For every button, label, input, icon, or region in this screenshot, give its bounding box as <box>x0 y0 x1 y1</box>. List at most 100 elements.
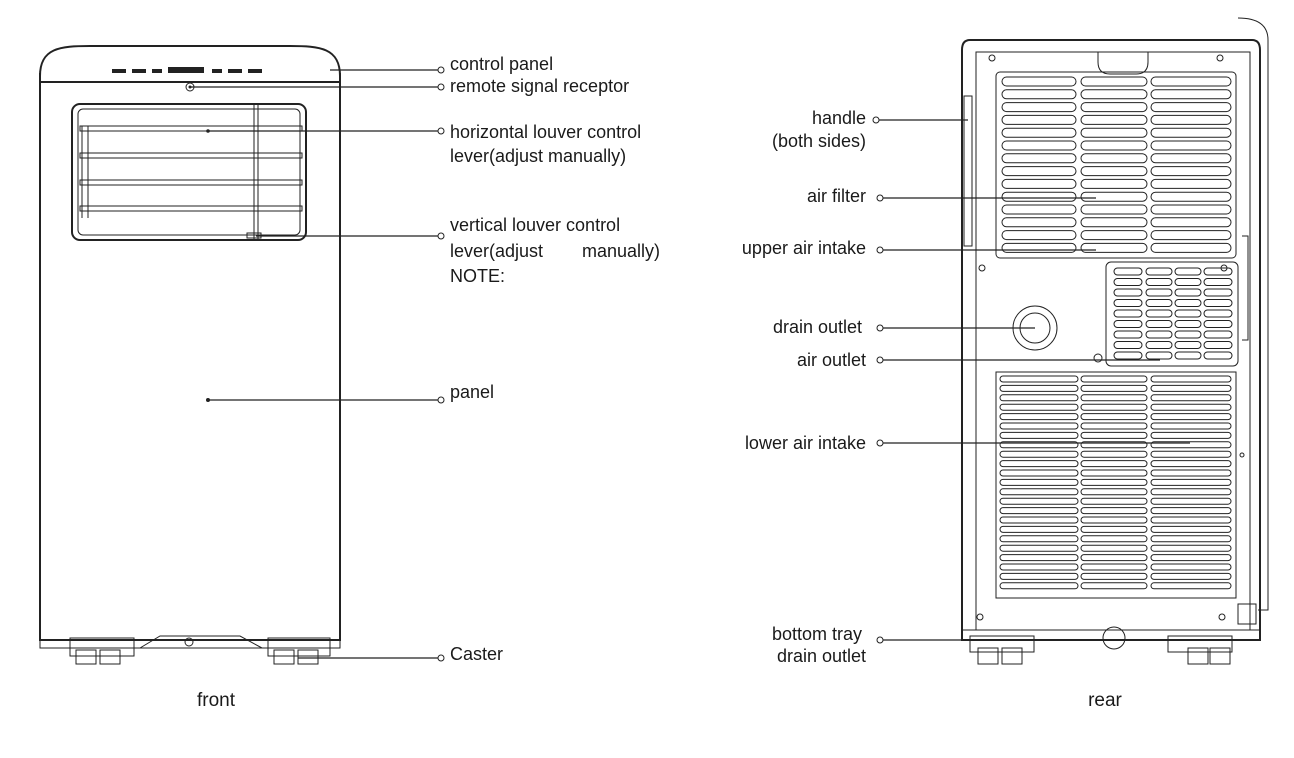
grill-slat <box>999 413 1079 421</box>
grill-slat <box>1080 76 1148 87</box>
label-control-panel: control panel <box>450 54 553 74</box>
grill-slat <box>1080 114 1148 125</box>
rear-caster-right <box>1167 635 1233 665</box>
grill-slat <box>1150 497 1232 505</box>
label-air-filter: air filter <box>807 186 866 206</box>
label-bottom-tray-2: drain outlet <box>777 646 866 666</box>
grill-slat <box>1150 450 1232 458</box>
grill-slat <box>1113 309 1143 318</box>
grill-slat <box>1174 278 1202 286</box>
grill-slat <box>1150 403 1232 411</box>
grill-slat <box>1080 507 1148 515</box>
grill-slat <box>1145 341 1173 349</box>
grill-slat <box>1080 554 1148 562</box>
caption-front: front <box>197 690 236 711</box>
grill-slat <box>1150 127 1232 138</box>
air-outlet <box>1105 261 1239 367</box>
grill-slat <box>1150 478 1232 486</box>
grill-slat <box>1150 102 1232 113</box>
grill-slat <box>1145 288 1173 297</box>
front-caster-left <box>69 637 135 665</box>
grill-slat <box>999 535 1079 543</box>
label-vertical-louver-1: vertical louver control <box>450 215 620 235</box>
grill-slat <box>1150 114 1232 125</box>
grill-slat <box>1174 267 1202 276</box>
grill-slat <box>1174 351 1202 360</box>
side-handle-right <box>1237 17 1269 611</box>
grill-slat <box>1150 166 1232 177</box>
grill-slat <box>1145 267 1173 276</box>
grill-slat <box>1113 351 1143 360</box>
grill-slat <box>1080 375 1148 383</box>
grill-slat <box>1080 191 1148 202</box>
label-horizontal-louver-1: horizontal louver control <box>450 122 641 142</box>
front-leaders <box>190 66 445 662</box>
grill-slat <box>1145 320 1173 328</box>
label-lower-air-intake: lower air intake <box>745 433 866 453</box>
grill-slat <box>1080 422 1148 430</box>
rear-leaders <box>872 116 1190 644</box>
upper-air-intake <box>995 71 1237 259</box>
grill-slat <box>1203 288 1233 297</box>
grill-slat <box>999 460 1079 468</box>
grill-slat <box>1150 469 1232 477</box>
grill-slat <box>1150 394 1232 402</box>
grill-slat <box>1203 330 1233 339</box>
grill-slat <box>1080 413 1148 421</box>
grill-slat <box>1174 309 1202 318</box>
grill-slat <box>1150 204 1232 215</box>
grill-slat <box>999 403 1079 411</box>
grill-slat <box>1080 450 1148 458</box>
grill-slat <box>1150 535 1232 543</box>
grill-slat <box>1150 242 1232 253</box>
grill-slat <box>999 507 1079 515</box>
grill-slat <box>999 450 1079 458</box>
grill-slat <box>1150 431 1232 439</box>
grill-slat <box>1203 309 1233 318</box>
grill-slat <box>1174 330 1202 339</box>
side-handle-left <box>963 95 973 247</box>
grill-slat <box>1150 544 1232 552</box>
grill-slat <box>1174 288 1202 297</box>
grill-slat <box>999 582 1079 590</box>
grill-slat <box>1080 230 1148 241</box>
rear-caster-left <box>969 635 1035 665</box>
grill-slat <box>1080 441 1148 449</box>
grill-slat <box>1150 582 1232 590</box>
rear-labels: handle (both sides) air filter upper air… <box>742 108 1123 711</box>
grill-slat <box>1080 140 1148 151</box>
rear-unit <box>961 17 1269 665</box>
grill-slat <box>1150 178 1232 189</box>
grill-slat <box>1203 341 1233 349</box>
grill-slat <box>999 422 1079 430</box>
grill-slat <box>1001 153 1077 164</box>
grill-slat <box>1001 76 1077 87</box>
grill-slat <box>1150 525 1232 533</box>
label-handle-2: (both sides) <box>772 131 866 151</box>
grill-slat <box>1001 127 1077 138</box>
horizontal-louvers <box>79 125 303 218</box>
grill-slat <box>1145 278 1173 286</box>
control-buttons <box>112 67 262 73</box>
grill-slat <box>999 563 1079 571</box>
grill-slat <box>1113 278 1143 286</box>
grill-slat <box>1080 460 1148 468</box>
grill-slat <box>1150 516 1232 524</box>
grill-slat <box>1080 478 1148 486</box>
grill-slat <box>999 375 1079 383</box>
grill-slat <box>1001 191 1077 202</box>
grill-slat <box>1080 582 1148 590</box>
grill-slat <box>1145 351 1173 360</box>
label-vertical-louver-2a: lever(adjust <box>450 241 543 261</box>
label-horizontal-louver-2: lever(adjust manually) <box>450 146 626 166</box>
grill-slat <box>1001 140 1077 151</box>
grill-slat <box>1145 330 1173 339</box>
grill-slat <box>1001 89 1077 100</box>
grill-slat <box>1080 497 1148 505</box>
grill-slat <box>999 441 1079 449</box>
label-upper-air-intake: upper air intake <box>742 238 866 258</box>
lower-grill <box>999 375 1232 590</box>
grill-slat <box>1150 217 1232 228</box>
grill-slat <box>1203 320 1233 328</box>
grill-slat <box>1150 140 1232 151</box>
